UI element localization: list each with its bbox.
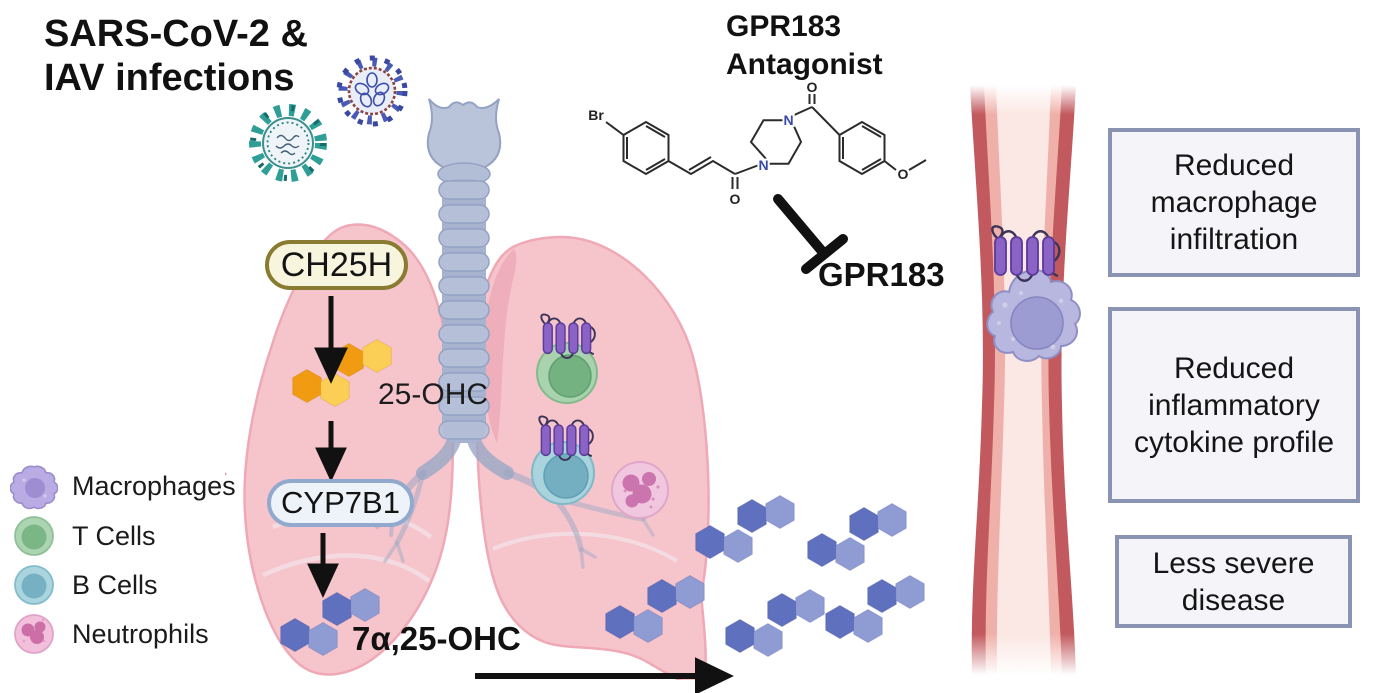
7a25-ohc-molecule [605, 575, 705, 643]
atom-br: Br [588, 107, 604, 123]
outcome-text: Reduced macrophage infiltration [1150, 149, 1318, 256]
atom-n: N [783, 112, 793, 128]
antagonist-title-line-2: Antagonist [726, 48, 883, 81]
outcome-box-less-severe-disease: Less severe disease [1115, 535, 1352, 628]
macrophage-cell [986, 225, 1081, 362]
enzyme-badge-ch25h: CH25H [265, 240, 408, 290]
influenza-virus-icon [336, 55, 408, 127]
neutrophil [225, 461, 669, 519]
macrophage-icon [10, 465, 58, 510]
gpr183-target-label: GPR183 [818, 256, 945, 293]
b-cell-icon [14, 565, 54, 605]
atom-o: O [898, 166, 909, 182]
legend-item-t-cells: T Cells [10, 512, 156, 560]
neutrophil-icon [14, 614, 54, 654]
antagonist-structure: Br N N O O O [586, 80, 927, 209]
metabolite-label-7a25ohc: 7α,25-OHC [352, 620, 521, 657]
t-cell-icon [14, 516, 54, 556]
7a25-ohc-molecule [807, 503, 907, 571]
outcome-box-cytokine-profile: Reduced inflammatory cytokine profile [1108, 307, 1360, 503]
legend-label: Macrophages [72, 470, 236, 501]
t-cell [536, 342, 598, 404]
7a25-ohc-molecule [695, 495, 795, 563]
legend-label: B Cells [72, 569, 158, 600]
title-line-1: SARS-CoV-2 & [44, 13, 308, 55]
legend-item-macrophages: Macrophages [10, 462, 236, 510]
outcome-box-macrophage-infiltration: Reduced macrophage infiltration [1108, 128, 1360, 277]
legend-item-neutrophils: Neutrophils [10, 610, 209, 658]
enzyme-badge-cyp7b1: CYP7B1 [267, 479, 414, 527]
7a25-ohc-molecule [725, 589, 825, 657]
trachea [426, 98, 502, 443]
figure-title: SARS-CoV-2 & IAV infections [44, 12, 308, 100]
metabolite-label-25ohc: 25-OHC [378, 378, 489, 411]
atom-o: O [730, 191, 741, 207]
atom-n: N [758, 157, 768, 173]
lungs-illustration [225, 98, 710, 680]
enzyme-label: CH25H [280, 245, 393, 284]
legend-item-b-cells: B Cells [10, 561, 158, 609]
sars-cov-2-virus-icon [249, 104, 327, 182]
b-cell [531, 441, 595, 505]
7a25-ohc-molecule [825, 575, 925, 643]
atom-o: O [807, 80, 818, 95]
antagonist-title: GPR183 Antagonist [726, 8, 883, 84]
legend-label: T Cells [72, 520, 156, 551]
enzyme-label: CYP7B1 [281, 485, 400, 520]
outcome-text: Less severe disease [1152, 546, 1315, 617]
title-line-2: IAV infections [44, 57, 295, 99]
outcome-text: Reduced inflammatory cytokine profile [1133, 351, 1335, 459]
antagonist-title-line-1: GPR183 [726, 10, 842, 43]
legend-label: Neutrophils [72, 618, 209, 649]
blood-vessel [970, 85, 1076, 675]
